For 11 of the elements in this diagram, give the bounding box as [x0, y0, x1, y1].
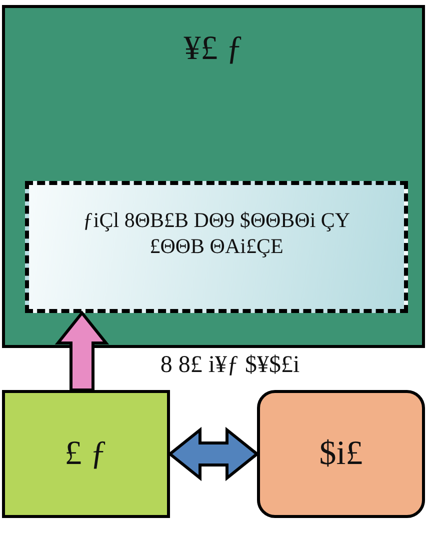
note-label: 8 8£ i¥ƒ $¥$£i [159, 352, 301, 379]
node-label: $i£ [318, 434, 364, 474]
process-box [2, 5, 425, 348]
dashed-box [25, 181, 408, 313]
process-box [2, 390, 170, 518]
process-box [257, 390, 425, 518]
node-label: ƒiÇl 8ΘB£B DΘ9 $ΘΘBΘi ÇY £ΘΘB ΘAi£ÇE [82, 207, 352, 260]
arrow [54, 310, 110, 392]
node-label: £ ƒ [64, 434, 108, 474]
node-label: ¥£ ƒ [182, 29, 244, 69]
arrow [168, 426, 260, 482]
